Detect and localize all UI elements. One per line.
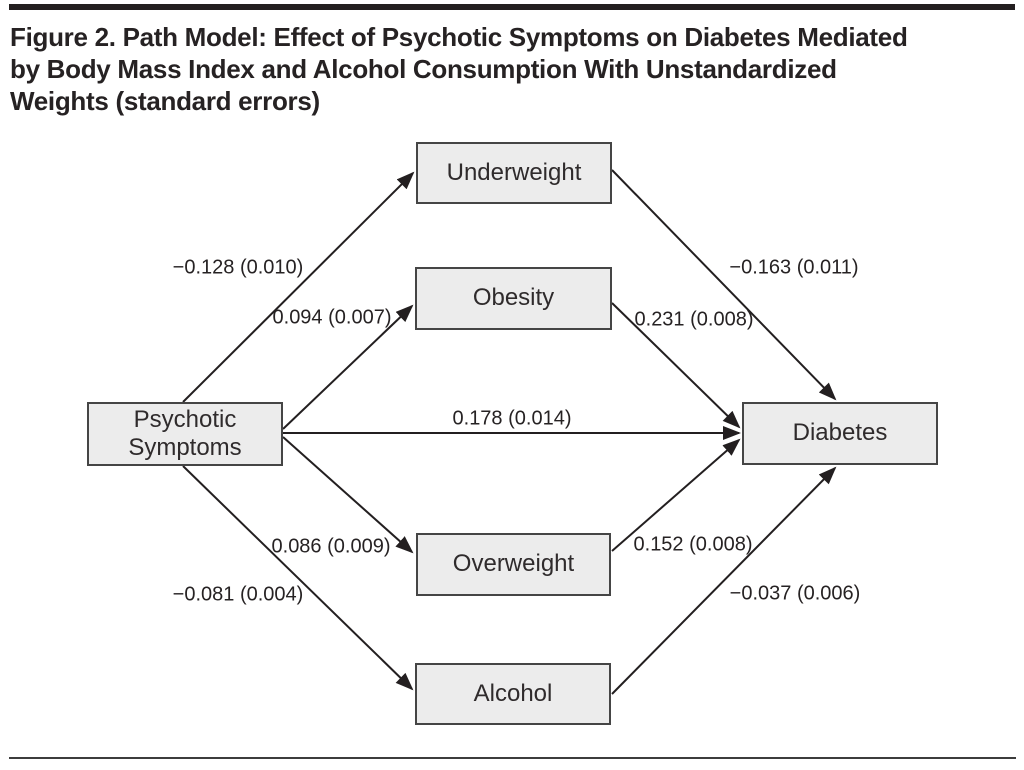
edge-label-psychotic-to-underweight: −0.128 (0.010) bbox=[172, 256, 304, 279]
edge-label-psychotic-to-diabetes: 0.178 (0.014) bbox=[452, 407, 572, 430]
edge-arrow-overweight-to-diabetes bbox=[611, 438, 741, 552]
node-diabetes: Diabetes bbox=[742, 402, 938, 465]
bottom-rule bbox=[9, 757, 1016, 759]
node-obesity: Obesity bbox=[415, 267, 612, 330]
edge-label-underweight-to-diabetes: −0.163 (0.011) bbox=[729, 256, 859, 279]
figure-title-line-3: Weights (standard errors) bbox=[10, 86, 320, 116]
node-psychotic-symptoms: Psychotic Symptoms bbox=[87, 402, 283, 466]
edge-label-overweight-to-diabetes: 0.152 (0.008) bbox=[633, 533, 753, 556]
edge-label-obesity-to-diabetes: 0.231 (0.008) bbox=[634, 308, 754, 331]
node-underweight: Underweight bbox=[416, 142, 612, 204]
edge-arrow-alcohol-to-diabetes bbox=[611, 466, 837, 695]
edge-label-psychotic-to-obesity: 0.094 (0.007) bbox=[272, 306, 392, 329]
edge-arrow-obesity-to-diabetes bbox=[611, 302, 741, 429]
edge-label-psychotic-to-overweight: 0.086 (0.009) bbox=[271, 535, 391, 558]
edge-arrow-psychotic-to-obesity bbox=[282, 304, 414, 430]
edge-arrow-psychotic-to-overweight bbox=[282, 436, 414, 554]
edge-arrow-underweight-to-diabetes bbox=[611, 169, 837, 401]
top-rule bbox=[9, 4, 1015, 10]
edge-label-psychotic-to-alcohol: −0.081 (0.004) bbox=[172, 583, 304, 606]
edge-label-alcohol-to-diabetes: −0.037 (0.006) bbox=[729, 582, 861, 605]
node-overweight: Overweight bbox=[416, 533, 611, 596]
node-alcohol: Alcohol bbox=[415, 663, 611, 725]
edge-arrow-psychotic-to-underweight bbox=[182, 171, 415, 403]
figure-title-line-1: Figure 2. Path Model: Effect of Psychoti… bbox=[10, 22, 908, 52]
figure-title-line-2: by Body Mass Index and Alcohol Consumpti… bbox=[10, 54, 837, 84]
figure-title: Figure 2. Path Model: Effect of Psychoti… bbox=[10, 21, 908, 117]
edge-arrow-psychotic-to-alcohol bbox=[182, 465, 414, 691]
